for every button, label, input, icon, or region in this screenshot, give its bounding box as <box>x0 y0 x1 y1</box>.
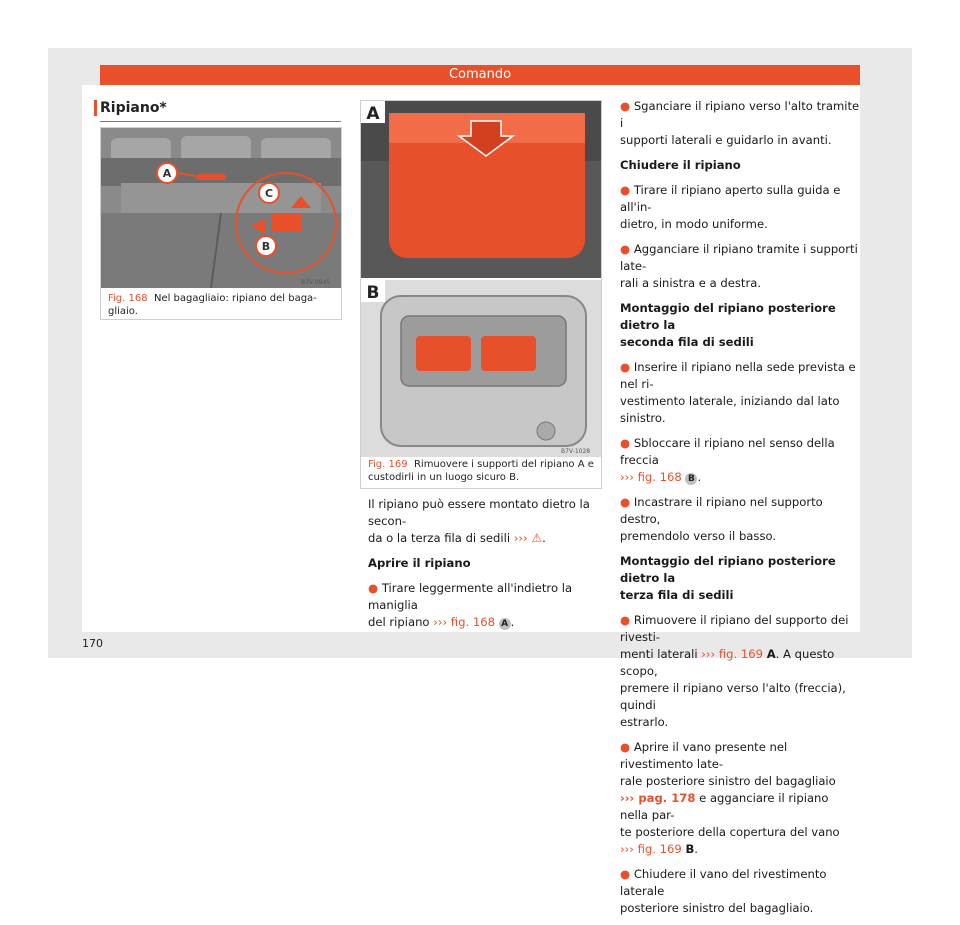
figure-168: A C B B7V-0945 <box>100 127 342 320</box>
page-number: 170 <box>82 637 103 650</box>
figure-169: A B B7V-1028 <box>360 100 602 489</box>
chapter-header: Comando <box>100 65 860 85</box>
marker-a-badge: A <box>498 618 511 630</box>
marker-b: B <box>262 240 270 253</box>
warning-icon[interactable]: ⚠ <box>531 531 543 545</box>
figure-168-label: Fig. 168 <box>108 293 148 304</box>
panel-b-label: B <box>367 283 380 303</box>
fig-168-link[interactable]: ››› fig. 168 <box>620 470 682 484</box>
panel-a-label: A <box>366 104 380 124</box>
fig-168-link[interactable]: ››› fig. 168 <box>433 615 495 629</box>
close-heading: Chiudere il ripiano <box>620 158 741 172</box>
marker-b-badge: B <box>685 473 698 485</box>
figure-169-label: Fig. 169 <box>368 459 408 470</box>
marker-a: A <box>163 167 172 180</box>
second-row-heading: Montaggio del ripiano posteriore dietro … <box>620 301 836 349</box>
open-heading: Aprire il ripiano <box>368 556 471 570</box>
third-row-heading: Montaggio del ripiano posteriore dietro … <box>620 554 836 602</box>
title-accent-bar <box>94 100 97 116</box>
title-rule <box>100 121 341 122</box>
trunk-illustration: A C B B7V-0945 <box>101 128 341 289</box>
figure-168-caption: Fig. 168 Nel bagagliaio: ripiano del bag… <box>108 293 317 317</box>
support-illustration: A B B7V-1028 <box>361 101 601 457</box>
figure-code: B7V-0945 <box>301 279 330 286</box>
fig-169-link[interactable]: ››› fig. 169 <box>701 647 763 661</box>
section-title: Ripiano* <box>100 100 167 116</box>
figure-169-caption: Fig. 169 Rimuovere i supporti del ripian… <box>368 459 594 483</box>
page-178-link[interactable]: ››› pag. 178 <box>620 791 696 805</box>
fig-169-link[interactable]: ››› fig. 169 <box>620 842 682 856</box>
figure-code: B7V-1028 <box>561 448 590 455</box>
right-column: ● Sganciare il ripiano verso l'alto tram… <box>620 99 860 915</box>
middle-column: Il ripiano può essere montato dietro la … <box>368 496 606 639</box>
marker-c: C <box>265 187 273 200</box>
